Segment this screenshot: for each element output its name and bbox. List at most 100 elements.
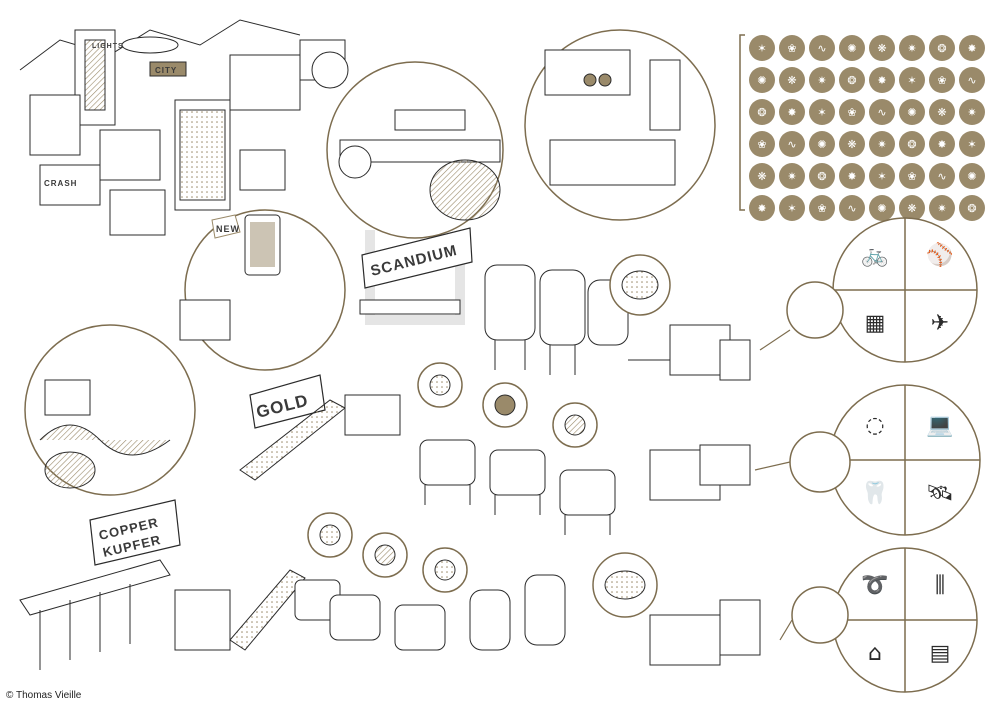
microbe-icon: [839, 99, 865, 125]
microbe-icon: [869, 67, 895, 93]
microbe-icon: [749, 35, 775, 61]
copper-banner: COPPER KUPFER: [89, 499, 181, 566]
microbe-glyph: ✶: [907, 74, 916, 87]
pipe-magnifier: [326, 61, 504, 239]
microbe-glyph: ✶: [787, 202, 796, 215]
credit-text: © Thomas Vieille: [6, 690, 82, 701]
scandium-pipeline: [359, 230, 751, 381]
product-wheel-copper: [791, 547, 978, 693]
microbe-icon: [869, 35, 895, 61]
microbe-glyph: ❂: [967, 202, 976, 215]
microbe-glyph: ✺: [877, 202, 886, 215]
microbe-glyph: ❂: [907, 138, 916, 151]
microbe-icon: [929, 131, 955, 157]
microbe-glyph: ❀: [757, 138, 766, 151]
microbe-icon: [779, 67, 805, 93]
house-icon: ⌂: [868, 641, 882, 666]
microbe-icon: [929, 99, 955, 125]
microbe-glyph: ✸: [787, 106, 796, 119]
microbe-icon: [899, 67, 925, 93]
microbe-glyph: ✷: [877, 138, 886, 151]
microbe-glyph: ✸: [877, 74, 886, 87]
lab-magnifier: [524, 29, 716, 221]
microbe-icon: [869, 99, 895, 125]
microbe-glyph: ∿: [817, 42, 826, 55]
microbe-icon: [929, 67, 955, 93]
microbe-icon: [809, 35, 835, 61]
microbe-icon: [899, 35, 925, 61]
product-icons: 🚲⚾▦✈◌💻🦷🛰➰⫼⌂▤: [861, 241, 954, 666]
microbe-icon: [899, 163, 925, 189]
microbe-icon: [779, 163, 805, 189]
microbe-glyph: ✷: [967, 106, 976, 119]
microbe-icon: [869, 195, 895, 221]
lights-sign: LIGHTS: [92, 43, 124, 50]
microbe-icon: [959, 35, 985, 61]
microbe-icon: [779, 35, 805, 61]
gold-magnifiers: [417, 362, 598, 448]
copper-magnifiers: [307, 512, 658, 618]
microbe-icon: [959, 99, 985, 125]
microbe-glyph: ∿: [937, 170, 946, 183]
microbe-icon: [839, 35, 865, 61]
product-wheel-scandium: [786, 217, 978, 363]
microbe-icon: [809, 195, 835, 221]
microbe-icon: [899, 131, 925, 157]
microbe-glyph: ❂: [847, 74, 856, 87]
gold-banner: GOLD: [249, 374, 326, 429]
microbe-glyph: ❋: [757, 170, 766, 183]
solar-panel-icon: ▦: [865, 311, 886, 336]
microbe-glyph: ❋: [877, 42, 886, 55]
microbe-icon: [929, 195, 955, 221]
microbe-icon: [749, 67, 775, 93]
laptop-icon: 💻: [926, 413, 953, 438]
microbe-icon: [779, 99, 805, 125]
microbe-icon: [749, 195, 775, 221]
microbe-glyph: ✸: [937, 138, 946, 151]
mine-magnifier: [24, 324, 196, 496]
microbe-glyph: ✶: [967, 138, 976, 151]
microbe-glyph: ✺: [757, 74, 766, 87]
circuit-board-icon: ▤: [930, 641, 951, 666]
microbe-glyph: ❀: [787, 42, 796, 55]
product-wheel-gold: [789, 384, 981, 536]
microbe-glyph: ❂: [757, 106, 766, 119]
microbe-icon: [779, 131, 805, 157]
microbe-icon: [869, 131, 895, 157]
microbe-glyph: ❂: [937, 42, 946, 55]
microbe-glyph: ❀: [847, 106, 856, 119]
city-signs: LIGHTS CRASH CITY: [44, 43, 176, 188]
copper-process: [19, 559, 761, 670]
microbe-icon-grid: ✶❀∿✺❋✷❂✸✺❋✷❂✸✶❀∿❂✸✶❀∿✺❋✷❀∿✺❋✷❂✸✶❋✷❂✸✶❀∿✺…: [749, 35, 985, 221]
connector-lines: [754, 329, 793, 641]
tubes-icon: ⫼: [935, 573, 945, 598]
microbe-glyph: ✷: [907, 42, 916, 55]
microbe-glyph: ✷: [817, 74, 826, 87]
microbe-glyph: ∿: [967, 74, 976, 87]
microbe-glyph: ❋: [907, 202, 916, 215]
microbe-icon: [809, 163, 835, 189]
tooth-icon: 🦷: [861, 480, 888, 506]
microbe-icon: [749, 163, 775, 189]
microbe-icon: [959, 131, 985, 157]
bicycle-icon: 🚲: [861, 243, 888, 268]
microbe-icon: [959, 195, 985, 221]
microbe-glyph: ❂: [817, 170, 826, 183]
airplane-icon: ✈: [931, 311, 949, 336]
microbe-glyph: ✸: [967, 42, 976, 55]
microbe-icon: [839, 163, 865, 189]
microbe-glyph: ❋: [787, 74, 796, 87]
microbe-glyph: ✺: [967, 170, 976, 183]
microbe-glyph: ✶: [817, 106, 826, 119]
microbe-icon: [899, 195, 925, 221]
microbe-icon: [839, 195, 865, 221]
phone-magnifier: [179, 209, 346, 371]
microbe-icon: [929, 163, 955, 189]
baseball-bat-icon: ⚾: [925, 241, 953, 268]
microbe-icon: [809, 67, 835, 93]
microbe-glyph: ✺: [907, 106, 916, 119]
microbe-glyph: ❀: [907, 170, 916, 183]
microbe-glyph: ✺: [847, 42, 856, 55]
microbe-glyph: ✸: [757, 202, 766, 215]
